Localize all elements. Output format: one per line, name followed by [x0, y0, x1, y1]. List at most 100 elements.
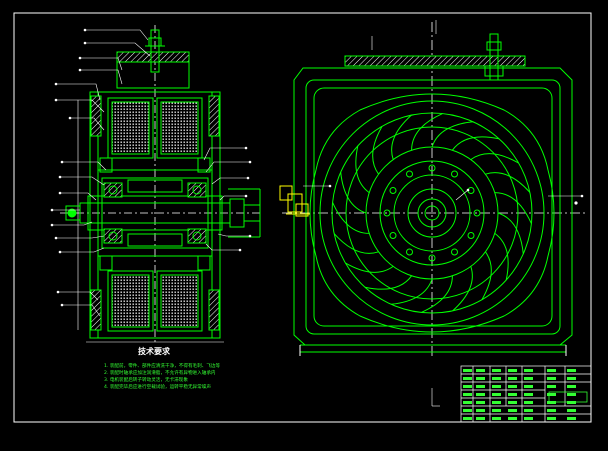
rotor-blade [494, 192, 532, 224]
title-block-cell-mark [508, 385, 517, 388]
rotor-blade [452, 266, 473, 312]
dimension-dots [328, 184, 584, 205]
rotor-blade [421, 275, 453, 313]
title-block-cell-mark [508, 417, 517, 420]
bolt-hole [428, 254, 436, 262]
rotor-blade [355, 145, 370, 194]
bolt-hole [451, 170, 458, 178]
rotor-blade [391, 278, 433, 305]
title-block-cell-mark [463, 417, 472, 420]
title-block-cell-mark [476, 393, 485, 396]
side-bracket [279, 185, 310, 217]
bolt-holes [383, 164, 481, 262]
rotor-blade [333, 233, 379, 254]
title-block-cell-mark [508, 393, 517, 396]
rotor-blade [372, 126, 383, 175]
note-item: 3. 电机装配后转子转动灵活，无卡滞现象 [104, 378, 188, 383]
title-block-cell-mark [524, 401, 533, 404]
section-view [60, 25, 261, 345]
title-block-cell-mark [492, 417, 501, 420]
title-block-cell-mark [567, 409, 576, 412]
leader-lines-left [52, 29, 250, 317]
rotor-blade [485, 172, 531, 193]
note-item: 2. 装配时轴承应加注润滑脂，不允许有异物进入轴承内 [104, 371, 216, 376]
title-block-text-marks [463, 369, 576, 420]
rotor-blade [481, 251, 492, 300]
rotor-blade [494, 232, 509, 281]
title-block-cell-mark [547, 409, 556, 412]
title-block-cell-mark [463, 385, 472, 388]
title-block-cell-mark [567, 393, 576, 396]
title-block-cell-mark [463, 393, 472, 396]
title-block-stamp [548, 391, 588, 403]
drawing-frame [13, 12, 592, 423]
title-block-cell-mark [567, 377, 576, 380]
rotor-blade [411, 113, 443, 151]
rotor-blade [470, 153, 519, 164]
title-block-cell-mark [508, 401, 517, 404]
title-block-cell-mark [476, 385, 485, 388]
rotor-blade [431, 121, 473, 148]
title-block-cell-mark [547, 401, 556, 404]
title-block-cell-mark [567, 417, 576, 420]
rotor-blades [332, 113, 532, 313]
rotor-blade [451, 136, 500, 151]
title-block-cell-mark [547, 385, 556, 388]
bolt-hole [406, 248, 413, 256]
title-block-cell-mark [508, 369, 517, 372]
rotor-blade [340, 172, 367, 214]
rotor-blade [391, 114, 412, 160]
title-block-cell-mark [547, 417, 556, 420]
bolt-hole [467, 232, 475, 239]
technical-requirements: 技术要求 1. 装配前，零件、部件应清洗干净，不得有毛刺、飞边等 2. 装配时轴… [104, 346, 324, 391]
dimension-marks [303, 20, 582, 407]
front-view [282, 22, 586, 356]
title-block-cell-mark [524, 385, 533, 388]
title-block-cell-mark [476, 409, 485, 412]
bolt-hole [473, 209, 481, 217]
title-block-cell-mark [476, 377, 485, 380]
title-block-cell-mark [524, 369, 533, 372]
title-block-cell-mark [567, 385, 576, 388]
title-block-cell-mark [547, 377, 556, 380]
bolt-hole [383, 209, 391, 217]
title-block [460, 365, 592, 423]
rotor-blade [345, 262, 394, 273]
notes-title: 技术要求 [138, 347, 170, 356]
title-block-cell-mark [524, 417, 533, 420]
note-item: 1. 装配前，零件、部件应清洗干净，不得有毛刺、飞边等 [104, 364, 221, 369]
title-block-cell-mark [567, 401, 576, 404]
title-block-cell-mark [463, 401, 472, 404]
rotor-blade [364, 275, 413, 290]
title-block-cell-mark [476, 417, 485, 420]
bolt-hole [406, 170, 413, 178]
title-block-cell-mark [492, 401, 501, 404]
title-block-cell-mark [463, 409, 472, 412]
title-block-cell-mark [476, 369, 485, 372]
note-item: 4. 装配完毕后应进行空载试验，运转平稳无异常噪声 [104, 385, 211, 390]
title-block-cell-mark [463, 369, 472, 372]
bolt-hole [389, 187, 397, 194]
title-block-cell-mark [524, 409, 533, 412]
rotor-blade [332, 202, 370, 234]
title-block-cell-mark [476, 401, 485, 404]
bolt-hole [389, 232, 397, 239]
leader-dots-left [50, 28, 252, 307]
bolt-hole [451, 248, 458, 256]
title-block-cell-mark [492, 393, 501, 396]
bolt-hole [428, 164, 436, 172]
title-block-cell-mark [508, 377, 517, 380]
title-block-cell-mark [547, 369, 556, 372]
title-block-cell-mark [547, 393, 556, 396]
title-block-cell-mark [492, 369, 501, 372]
title-block-cell-mark [492, 377, 501, 380]
title-block-cell-mark [524, 377, 533, 380]
title-block-cell-mark [492, 409, 501, 412]
rotor-blade [497, 212, 524, 254]
title-block-cell-mark [567, 369, 576, 372]
title-block-cell-mark [524, 393, 533, 396]
title-block-cell-mark [508, 409, 517, 412]
title-block-cell-mark [463, 377, 472, 380]
title-block-cell-mark [492, 385, 501, 388]
